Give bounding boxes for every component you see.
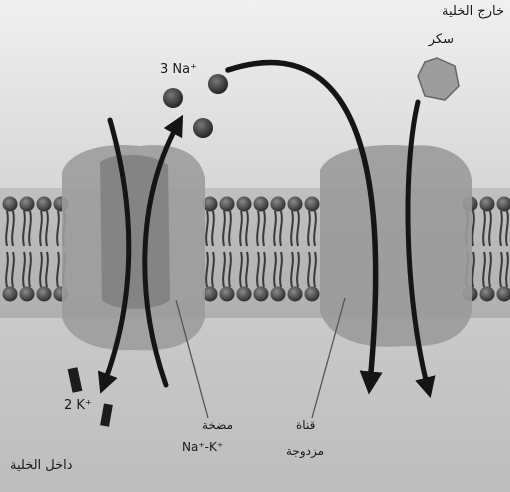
phospholipid-head [254, 197, 269, 212]
sodium-ions-label: 3 Na⁺ [160, 62, 197, 77]
phospholipid-head [480, 287, 495, 302]
sugar-label: سكر [429, 32, 454, 47]
phospholipid-head [305, 197, 320, 212]
phospholipid-head [271, 197, 286, 212]
phospholipid-head [271, 287, 286, 302]
phospholipid-head [20, 197, 35, 212]
pump-name-label: مضخة [202, 418, 233, 432]
channel-name-label-1: قناة [296, 418, 315, 432]
phospholipid-head [237, 287, 252, 302]
phospholipid-head [237, 197, 252, 212]
phospholipid-head [305, 287, 320, 302]
phospholipid-head [288, 197, 303, 212]
cotransport-channel-protein [320, 145, 472, 347]
channel-name-label-2: مزدوجة [286, 444, 324, 458]
phospholipid-head [220, 287, 235, 302]
phospholipid-head [3, 197, 18, 212]
potassium-ions-label: 2 K⁺ [64, 398, 92, 413]
inside-cell-label: داخل الخلية [10, 458, 73, 473]
phospholipid-head [37, 197, 52, 212]
phospholipid-head [20, 287, 35, 302]
phospholipid-head [480, 197, 495, 212]
phospholipid-head [254, 287, 269, 302]
phospholipid-head [37, 287, 52, 302]
na-k-pump-protein [62, 145, 205, 350]
phospholipid-head [3, 287, 18, 302]
phospholipid-head [288, 287, 303, 302]
pump-ions-label: Na⁺-K⁺ [182, 440, 223, 454]
phospholipid-head [220, 197, 235, 212]
outside-cell-label: خارج الخلية [442, 4, 504, 19]
